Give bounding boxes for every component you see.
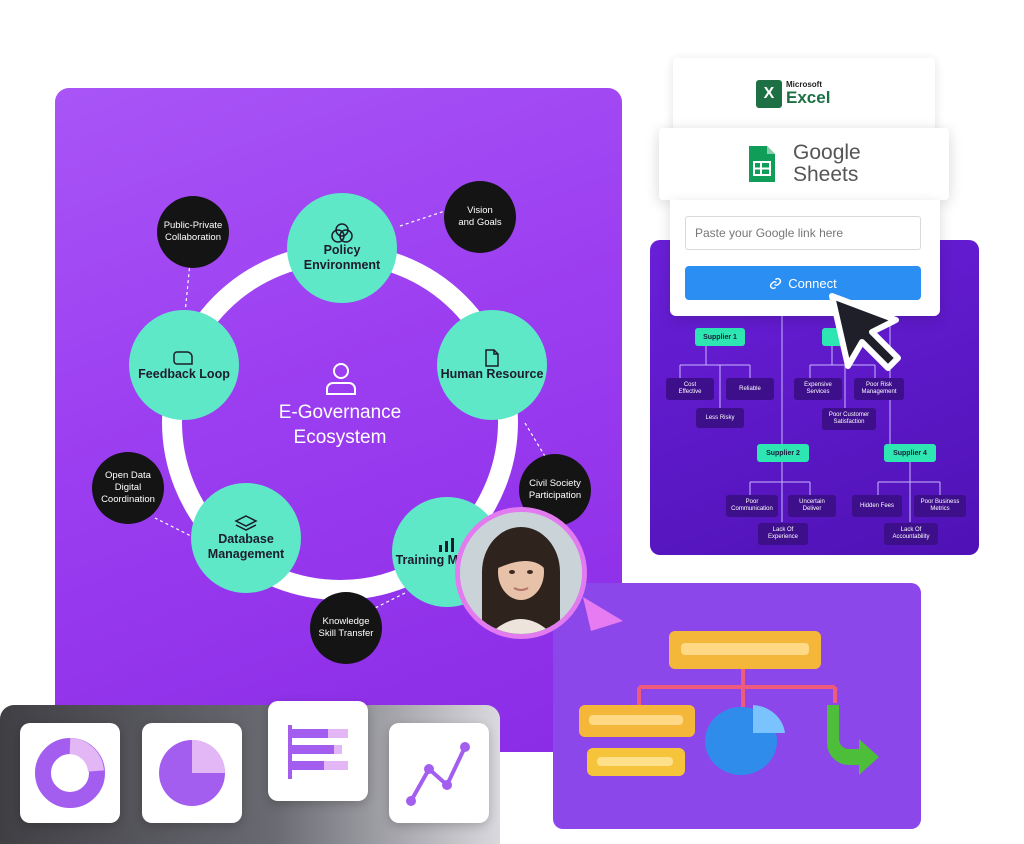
chat-bubble-icon: [173, 350, 193, 365]
node-policy-environment[interactable]: Policy Environment: [287, 193, 397, 303]
node-label: Feedback Loop: [138, 366, 230, 381]
risk-node: Lack Of Accountability: [884, 523, 938, 545]
ecosystem-title: E-Governance Ecosystem: [278, 402, 402, 448]
node-human-resource[interactable]: Human Resource: [437, 310, 547, 420]
connect-button[interactable]: Connect: [685, 266, 921, 300]
node-database-management[interactable]: Database Management: [191, 483, 301, 593]
node-label: Database Management: [207, 532, 285, 561]
satellite-public-private: Public-Private Collaboration: [157, 196, 229, 268]
risk-node: Reliable: [726, 378, 774, 400]
node-label: Human Resource: [440, 366, 544, 381]
line-chart-icon: [406, 742, 470, 806]
risk-node: Poor Communication: [726, 495, 778, 517]
supplier-node[interactable]: Supplier 4: [884, 444, 936, 462]
person-portrait-icon: [460, 512, 582, 634]
donut-chart-icon: [35, 738, 105, 808]
mouse-cursor-icon: [829, 293, 901, 371]
link-icon: [770, 277, 782, 289]
line-chart-tile[interactable]: [389, 723, 489, 823]
training-chart-icon: [439, 537, 454, 552]
google-sheets-card[interactable]: Google Sheets: [659, 128, 949, 200]
risk-node: Poor Business Metrics: [914, 495, 966, 517]
excel-integration-card[interactable]: X Microsoft Excel: [673, 58, 935, 138]
flowchart-illustration: [579, 597, 879, 776]
google-link-input[interactable]: [685, 216, 921, 250]
risk-node: Less Risky: [696, 408, 744, 428]
avatar: [455, 507, 587, 639]
excel-brand-name: Excel: [786, 88, 831, 107]
node-label: Policy Environment: [303, 243, 381, 272]
connect-form-card: Connect: [670, 200, 940, 316]
supplier-node[interactable]: Supplier 2: [757, 444, 809, 462]
satellite-vision-goals: Vision and Goals: [444, 181, 516, 253]
curved-arrow-icon: [827, 705, 879, 775]
excel-brand-small: Microsoft: [786, 80, 822, 89]
risk-node: Poor Risk Management: [854, 378, 904, 400]
risk-node: Hidden Fees: [852, 495, 902, 517]
tree-connectors: [679, 315, 941, 522]
satellite-knowledge-transfer: Knowledge Skill Transfer: [310, 592, 382, 664]
bar-chart-icon: [288, 725, 348, 779]
bar-chart-tile[interactable]: [268, 701, 368, 801]
layers-icon: [234, 515, 258, 531]
risk-node: Lack Of Experience: [758, 523, 808, 545]
risk-node: Uncertain Deliver: [788, 495, 836, 517]
play-arrow-icon: [583, 597, 623, 631]
risk-node: Cost Effective: [666, 378, 714, 400]
connect-button-label: Connect: [788, 275, 837, 291]
pie-chart-tile[interactable]: [142, 723, 242, 823]
excel-logo-icon: X: [756, 80, 782, 108]
node-feedback-loop[interactable]: Feedback Loop: [129, 310, 239, 420]
risk-node: Expensive Services: [794, 378, 842, 400]
venn-circles-icon: [331, 223, 353, 243]
google-sheets-brand-name: Google Sheets: [793, 141, 861, 186]
pie-chart-icon: [159, 740, 225, 806]
donut-chart-tile[interactable]: [20, 723, 120, 823]
google-sheets-logo-icon: [749, 146, 775, 182]
risk-node: Poor Customer Satisfaction: [822, 408, 876, 430]
supplier-node[interactable]: Supplier 1: [695, 328, 745, 346]
document-icon: [485, 348, 499, 367]
user-icon: [326, 363, 356, 395]
satellite-open-data: Open Data Digital Coordination: [92, 452, 164, 524]
